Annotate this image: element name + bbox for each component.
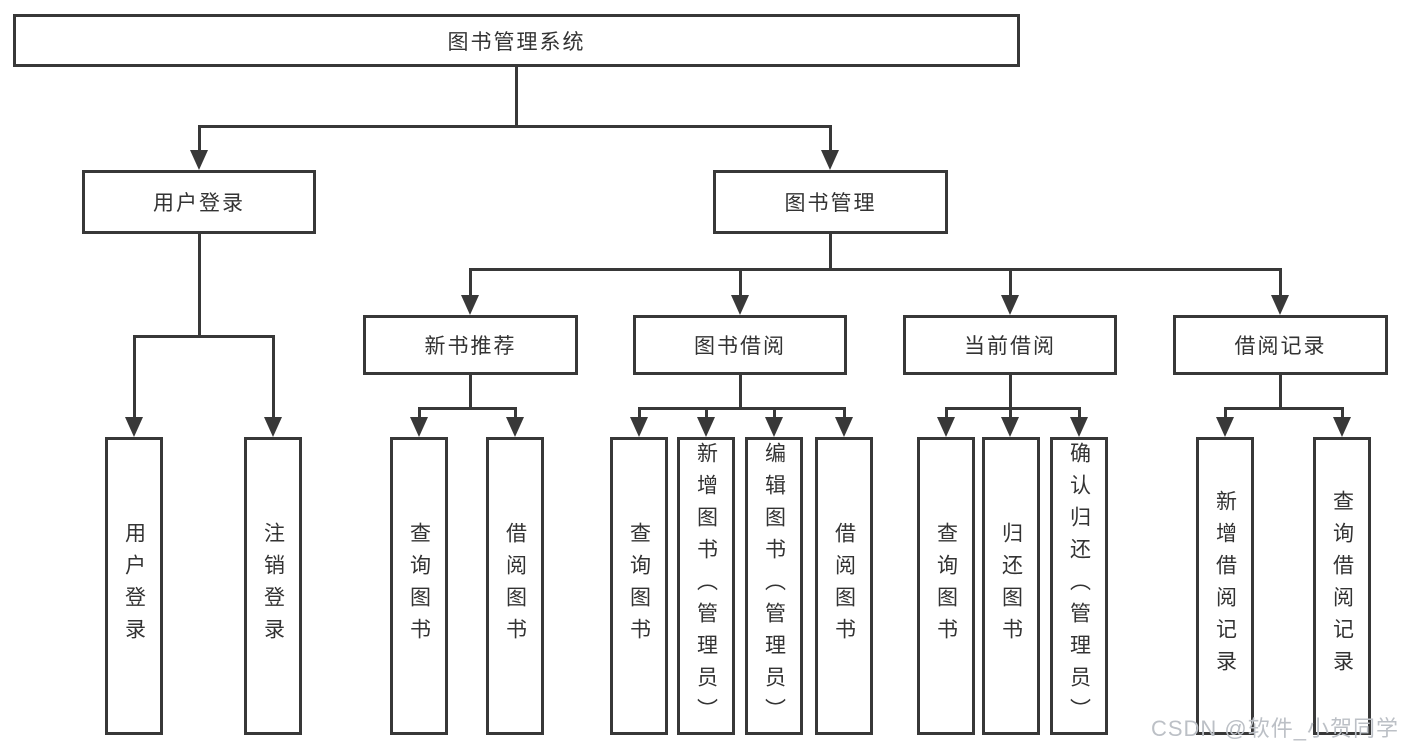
arrow-down-icon [1070, 417, 1088, 437]
leaf-edit-book-admin: 编辑图书（管理员） [745, 437, 803, 735]
leaf-query-borrow-record: 查询借阅记录 [1313, 437, 1371, 735]
leaf-borrow-books-1: 借阅图书 [486, 437, 544, 735]
connector-line [738, 375, 742, 407]
connector-line [132, 335, 136, 419]
node-label: 查询图书 [934, 522, 958, 650]
leaf-return-books: 归还图书 [982, 437, 1040, 735]
node-label: 新书推荐 [424, 335, 517, 358]
connector-line [197, 234, 201, 335]
connector-line [1008, 407, 1012, 420]
node-new-book-recommend: 新书推荐 [363, 315, 578, 375]
node-label: 注销登录 [261, 522, 285, 650]
arrow-down-icon [821, 150, 839, 170]
connector-line [469, 375, 472, 407]
leaf-query-books-1: 查询图书 [390, 437, 448, 735]
node-user-login-module: 用户登录 [82, 170, 316, 234]
arrow-down-icon [1001, 295, 1019, 315]
leaf-user-login: 用户登录 [105, 437, 163, 735]
arrow-down-icon [410, 417, 428, 437]
connector-line [772, 407, 776, 420]
connector-line [1279, 268, 1282, 297]
arrow-down-icon [1216, 417, 1234, 437]
node-label: 借阅记录 [1234, 335, 1327, 358]
node-label: 用户登录 [122, 522, 146, 650]
arrow-down-icon [461, 295, 479, 315]
node-label: 图书借阅 [694, 335, 786, 358]
connector-line [513, 407, 517, 420]
arrow-down-icon [731, 295, 749, 315]
connector-line [197, 125, 201, 152]
arrow-down-icon [937, 417, 955, 437]
connector-line [944, 407, 1081, 410]
node-label: 当前借阅 [964, 335, 1056, 358]
connector-line [417, 407, 517, 410]
connector-line [828, 125, 832, 152]
connector-line [704, 407, 708, 420]
leaf-add-borrow-record: 新增借阅记录 [1196, 437, 1254, 735]
node-label: 图书管理 [784, 192, 877, 215]
connector-line [197, 125, 832, 128]
connector-line [469, 268, 1282, 271]
arrow-down-icon [835, 417, 853, 437]
connector-line [271, 335, 275, 419]
node-book-management-module: 图书管理 [713, 170, 948, 234]
arrow-down-icon [1333, 417, 1351, 437]
arrow-down-icon [765, 417, 783, 437]
connector-line [828, 234, 832, 268]
leaf-confirm-return-admin: 确认归还（管理员） [1050, 437, 1108, 735]
node-current-borrowing: 当前借阅 [903, 315, 1117, 375]
connector-line [417, 407, 421, 420]
connector-line [1223, 407, 1227, 420]
connector-line [738, 268, 742, 297]
node-label: 新增借阅记录 [1213, 490, 1237, 682]
node-label: 查询图书 [627, 522, 651, 650]
arrow-down-icon [190, 150, 208, 170]
node-library-management-system: 图书管理系统 [13, 14, 1020, 67]
connector-line [1008, 268, 1012, 297]
connector-line [1223, 407, 1344, 410]
leaf-borrow-books-2: 借阅图书 [815, 437, 873, 735]
arrow-down-icon [630, 417, 648, 437]
connector-line [132, 335, 275, 338]
node-label: 查询借阅记录 [1330, 490, 1354, 682]
arrow-down-icon [264, 417, 282, 437]
connector-line [842, 407, 846, 420]
node-label: 借阅图书 [503, 522, 527, 650]
node-label: 用户登录 [153, 192, 245, 215]
leaf-logout: 注销登录 [244, 437, 302, 735]
connector-line [514, 67, 518, 125]
connector-line [1077, 407, 1081, 420]
arrow-down-icon [506, 417, 524, 437]
arrow-down-icon [1001, 417, 1019, 437]
leaf-query-books-2: 查询图书 [610, 437, 668, 735]
connector-line [637, 407, 846, 410]
leaf-query-books-3: 查询图书 [917, 437, 975, 735]
node-label: 借阅图书 [832, 522, 856, 650]
arrow-down-icon [697, 417, 715, 437]
connector-line [944, 407, 948, 420]
node-borrowing-records: 借阅记录 [1173, 315, 1388, 375]
node-label: 确认归还（管理员） [1067, 442, 1091, 730]
node-label: 归还图书 [999, 522, 1023, 650]
leaf-add-book-admin: 新增图书（管理员） [677, 437, 735, 735]
node-label: 编辑图书（管理员） [762, 442, 786, 730]
connector-line [1279, 375, 1282, 407]
node-book-borrowing: 图书借阅 [633, 315, 847, 375]
connector-line [637, 407, 641, 420]
node-label: 查询图书 [407, 522, 431, 650]
connector-line [1340, 407, 1344, 420]
connector-line [1008, 375, 1012, 407]
arrow-down-icon [125, 417, 143, 437]
node-label: 图书管理系统 [447, 30, 586, 54]
node-label: 新增图书（管理员） [694, 442, 718, 730]
arrow-down-icon [1271, 295, 1289, 315]
watermark: CSDN @软件_小贺同学 [1150, 716, 1399, 741]
connector-line [469, 268, 472, 297]
